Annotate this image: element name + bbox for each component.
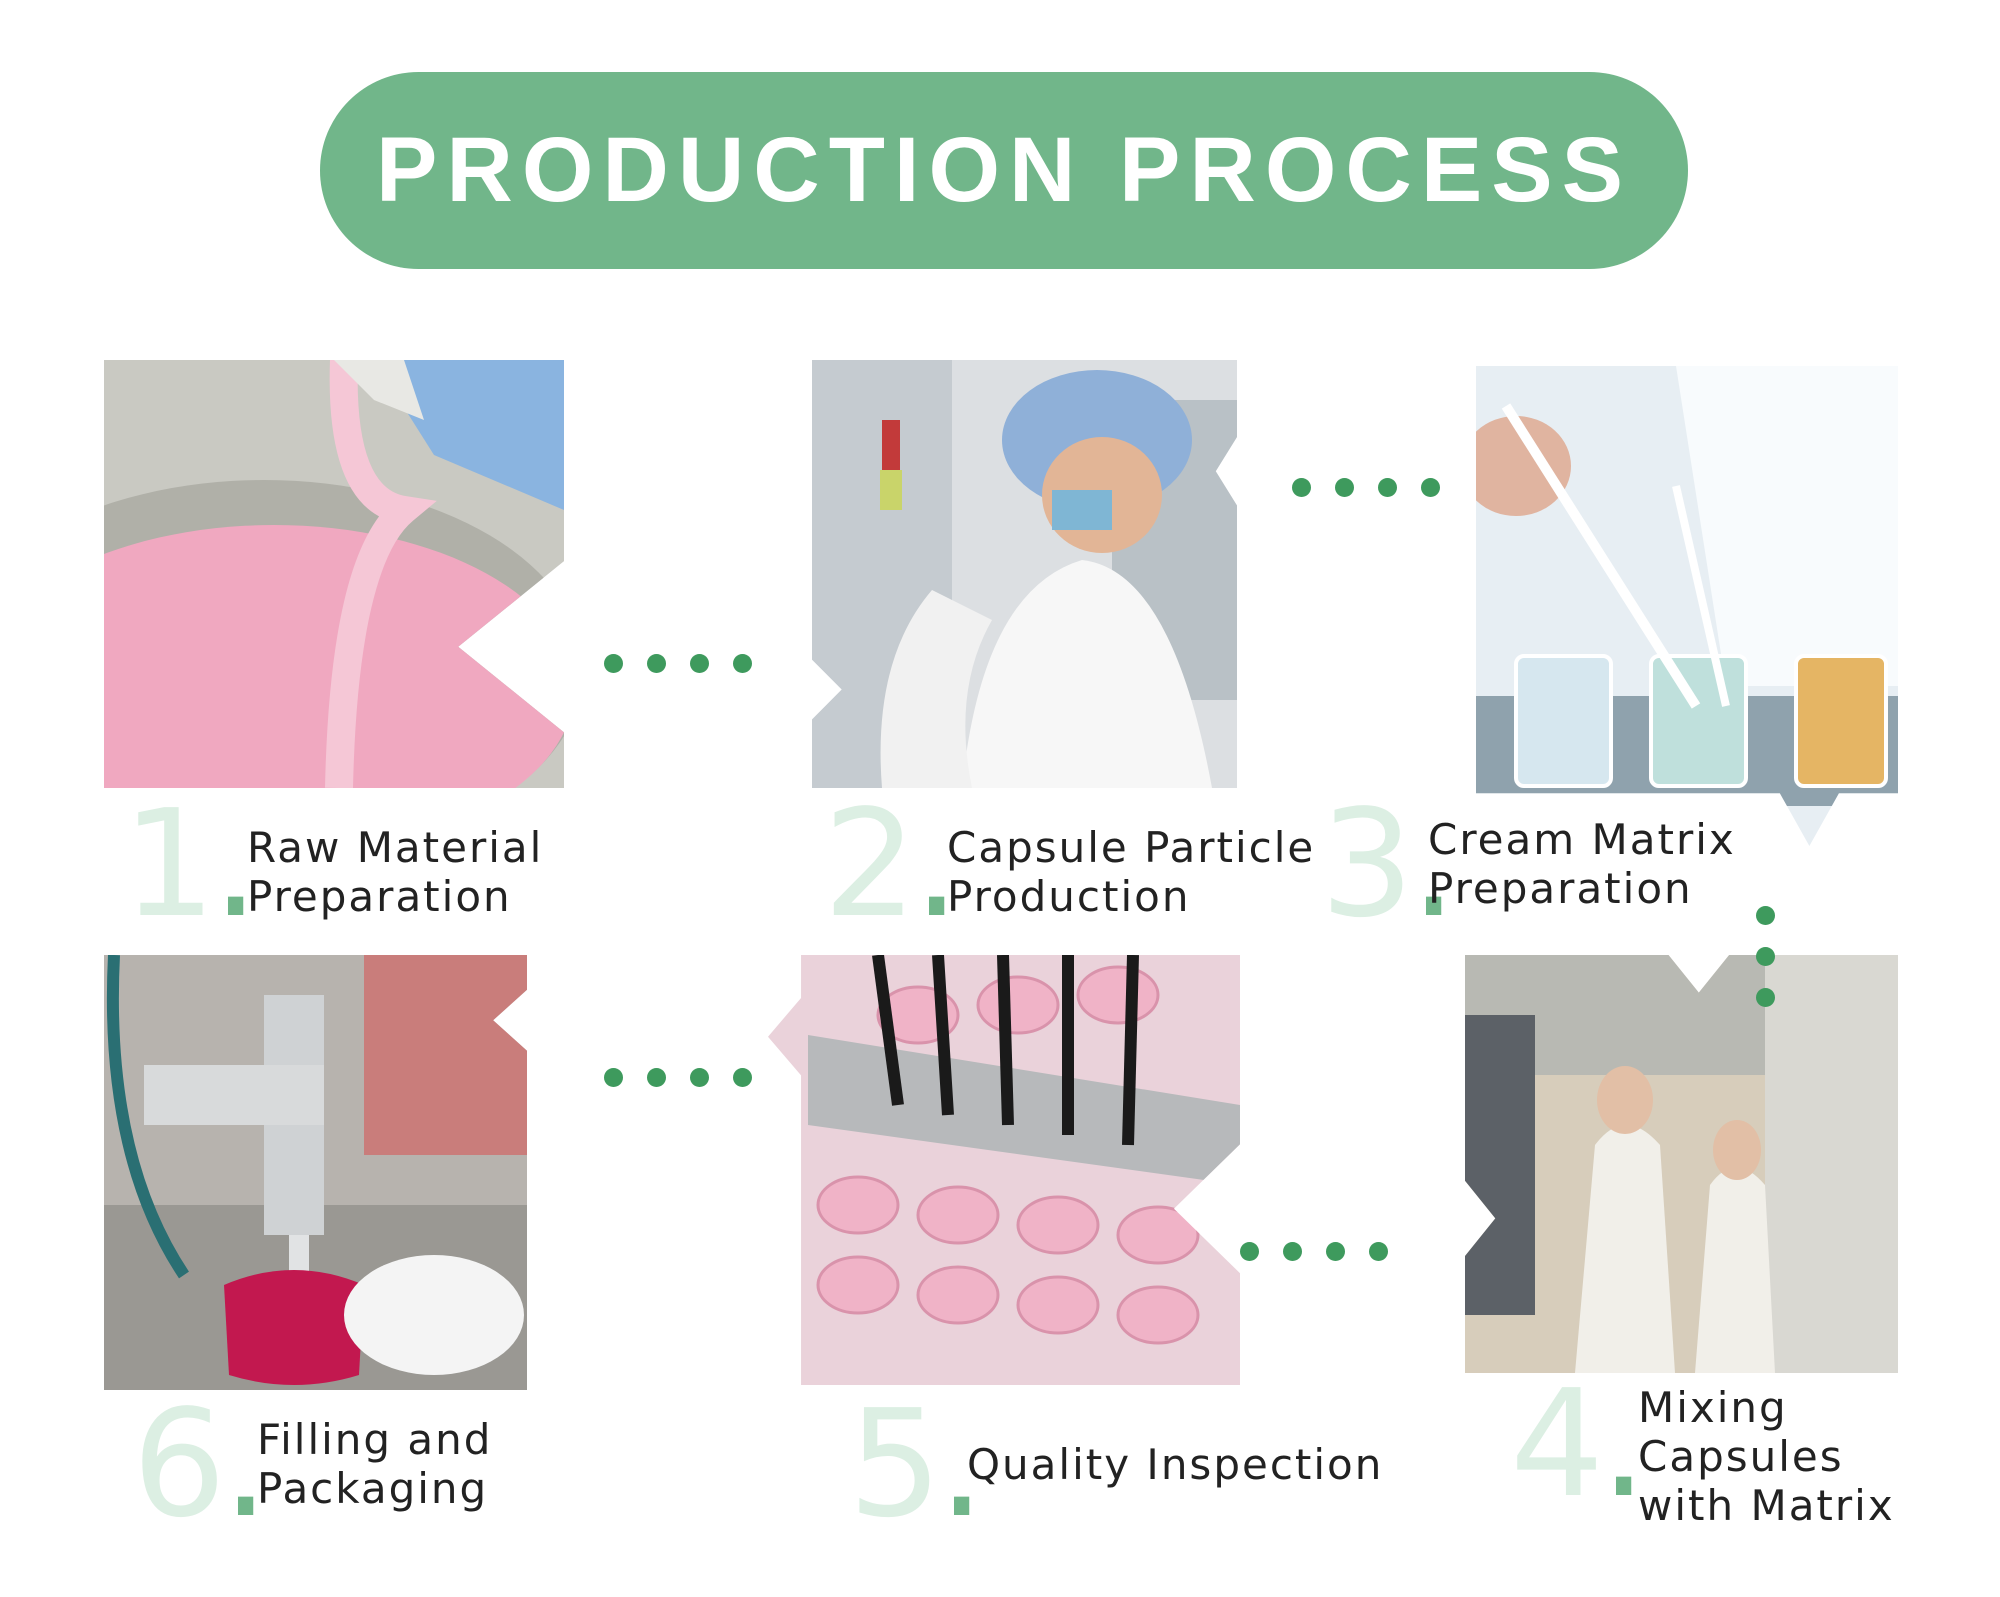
- step-2-label: Capsule Particle Production: [947, 823, 1316, 921]
- step-4-label: Mixing Capsules with Matrix: [1638, 1383, 1895, 1530]
- connector-dot: [1756, 947, 1775, 966]
- step-3-photo: [1476, 366, 1898, 846]
- connector-3-4: [1756, 906, 1775, 1007]
- connector-dot: [1283, 1242, 1302, 1261]
- step-6-photo: [104, 955, 527, 1390]
- connector-dot: [690, 654, 709, 673]
- step-4-photo: [1465, 955, 1898, 1373]
- connector-dot: [733, 654, 752, 673]
- connector-1-2: [604, 654, 752, 673]
- connector-dot: [1335, 478, 1354, 497]
- step-2-photo: [812, 360, 1237, 788]
- step-5-label: Quality Inspection: [967, 1440, 1384, 1489]
- step-4-number: 4.: [1510, 1358, 1647, 1530]
- connector-dot: [1369, 1242, 1388, 1261]
- step-1-label: Raw Material Preparation: [247, 823, 544, 921]
- connector-5-6: [604, 1068, 752, 1087]
- connector-dot: [690, 1068, 709, 1087]
- connector-dot: [647, 654, 666, 673]
- step-1-photo: [104, 360, 564, 788]
- title-banner: PRODUCTION PROCESS: [320, 72, 1688, 269]
- step-3-label: Cream Matrix Preparation: [1428, 815, 1736, 913]
- connector-dot: [1240, 1242, 1259, 1261]
- connector-2-3: [1292, 478, 1440, 497]
- connector-dot: [647, 1068, 666, 1087]
- connector-dot: [1421, 478, 1440, 497]
- page-title: PRODUCTION PROCESS: [376, 119, 1632, 221]
- step-5-photo: [768, 955, 1240, 1385]
- connector-dot: [1326, 1242, 1345, 1261]
- step-1-number: 1.: [122, 778, 259, 950]
- step-5-number: 5.: [848, 1378, 985, 1550]
- connector-dot: [733, 1068, 752, 1087]
- step-6-number: 6.: [132, 1378, 269, 1550]
- connector-4-5: [1240, 1242, 1388, 1261]
- connector-dot: [1756, 988, 1775, 1007]
- connector-dot: [1756, 906, 1775, 925]
- connector-dot: [1292, 478, 1311, 497]
- step-2-number: 2.: [823, 778, 960, 950]
- connector-dot: [604, 654, 623, 673]
- connector-dot: [1378, 478, 1397, 497]
- step-6-label: Filling and Packaging: [257, 1415, 493, 1513]
- step-3-number: 3.: [1320, 778, 1457, 950]
- connector-dot: [604, 1068, 623, 1087]
